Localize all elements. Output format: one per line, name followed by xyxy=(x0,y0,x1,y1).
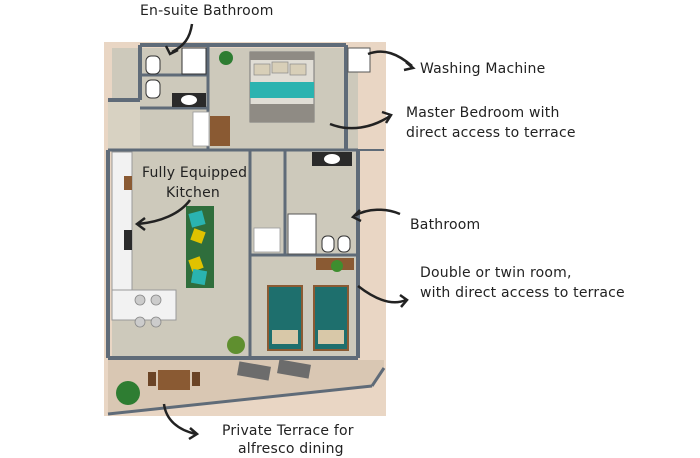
arrow-twin xyxy=(357,285,407,304)
terrace-chair-2 xyxy=(192,372,200,386)
ensuite-shower xyxy=(181,47,207,75)
arrow-bathroom xyxy=(353,208,401,218)
bathroom-shower xyxy=(287,213,317,255)
kitchen-island xyxy=(111,289,177,321)
interior-walls xyxy=(108,45,358,358)
ensuite-toilet-1 xyxy=(145,55,161,75)
kitchen-hob xyxy=(124,176,132,190)
twin-bed-1-pillow xyxy=(272,330,298,344)
terrace-edge-right xyxy=(370,367,386,387)
arrow-master xyxy=(329,114,391,130)
arrow-twin-head xyxy=(399,293,409,308)
label-kitchen-line1: Fully Equipped xyxy=(142,165,248,181)
arrow-kitchen-head xyxy=(134,217,146,231)
label-master-bedroom-line1: Master Bedroom with xyxy=(406,105,560,121)
master-pillow-3 xyxy=(289,63,307,76)
living-plant xyxy=(227,336,245,354)
arrow-bathroom-head xyxy=(350,209,362,223)
terrace-chair-1 xyxy=(148,372,156,386)
twin-bed-2-pillow xyxy=(318,330,344,344)
kitchen-counter xyxy=(111,151,133,293)
sun-lounger-1 xyxy=(237,361,271,381)
sofa-cushion-1 xyxy=(188,210,206,228)
label-twin-room-line1: Double or twin room, xyxy=(420,265,572,281)
terrace-table xyxy=(158,370,190,390)
label-terrace-line1: Private Terrace for xyxy=(222,423,354,439)
terrace-plant xyxy=(116,381,140,405)
master-bed-foot xyxy=(250,104,314,122)
arrow-ensuite-head xyxy=(164,45,179,56)
master-bench xyxy=(210,116,230,146)
stool-3 xyxy=(134,316,146,328)
sofa-cushion-3 xyxy=(188,256,204,272)
label-bathroom: Bathroom xyxy=(410,217,481,233)
sun-lounger-2 xyxy=(277,359,311,379)
arrow-terrace xyxy=(162,403,197,436)
arrow-terrace-head xyxy=(188,427,200,441)
ensuite-toilet-2 xyxy=(145,79,161,99)
arrow-washing-head xyxy=(403,61,416,72)
ensuite-basin xyxy=(181,95,197,105)
arrow-kitchen xyxy=(137,199,192,226)
master-pillow-2 xyxy=(271,61,289,74)
sofa-cushion-2 xyxy=(190,228,206,244)
terrace-edge xyxy=(107,384,373,416)
floor-entry xyxy=(108,100,140,150)
master-bed-throw xyxy=(250,82,314,98)
master-bed-headboard xyxy=(250,52,314,60)
twin-plant xyxy=(331,260,343,272)
desk xyxy=(192,111,210,147)
label-terrace-line2: alfresco dining xyxy=(238,441,344,457)
label-twin-room-line2: with direct access to terrace xyxy=(420,285,625,301)
bathroom-toilet-2 xyxy=(337,235,351,253)
stool-1 xyxy=(134,294,146,306)
ensuite-plant xyxy=(219,51,233,65)
bathroom-toilet-1 xyxy=(321,235,335,253)
stool-2 xyxy=(150,294,162,306)
master-pillow-1 xyxy=(253,63,271,76)
stool-4 xyxy=(150,316,162,328)
label-washing-machine: Washing Machine xyxy=(420,61,546,77)
washing-machine-unit xyxy=(347,47,371,73)
arrow-master-head xyxy=(381,110,393,124)
bathroom-basin xyxy=(324,154,340,164)
label-kitchen-line2: Kitchen xyxy=(165,185,221,201)
sofa-cushion-4 xyxy=(190,268,208,286)
label-ensuite-bathroom: En-suite Bathroom xyxy=(140,3,274,19)
label-master-bedroom-line2: direct access to terrace xyxy=(406,125,576,141)
kitchen-sink xyxy=(124,230,132,250)
hall-cupboard xyxy=(253,227,281,253)
